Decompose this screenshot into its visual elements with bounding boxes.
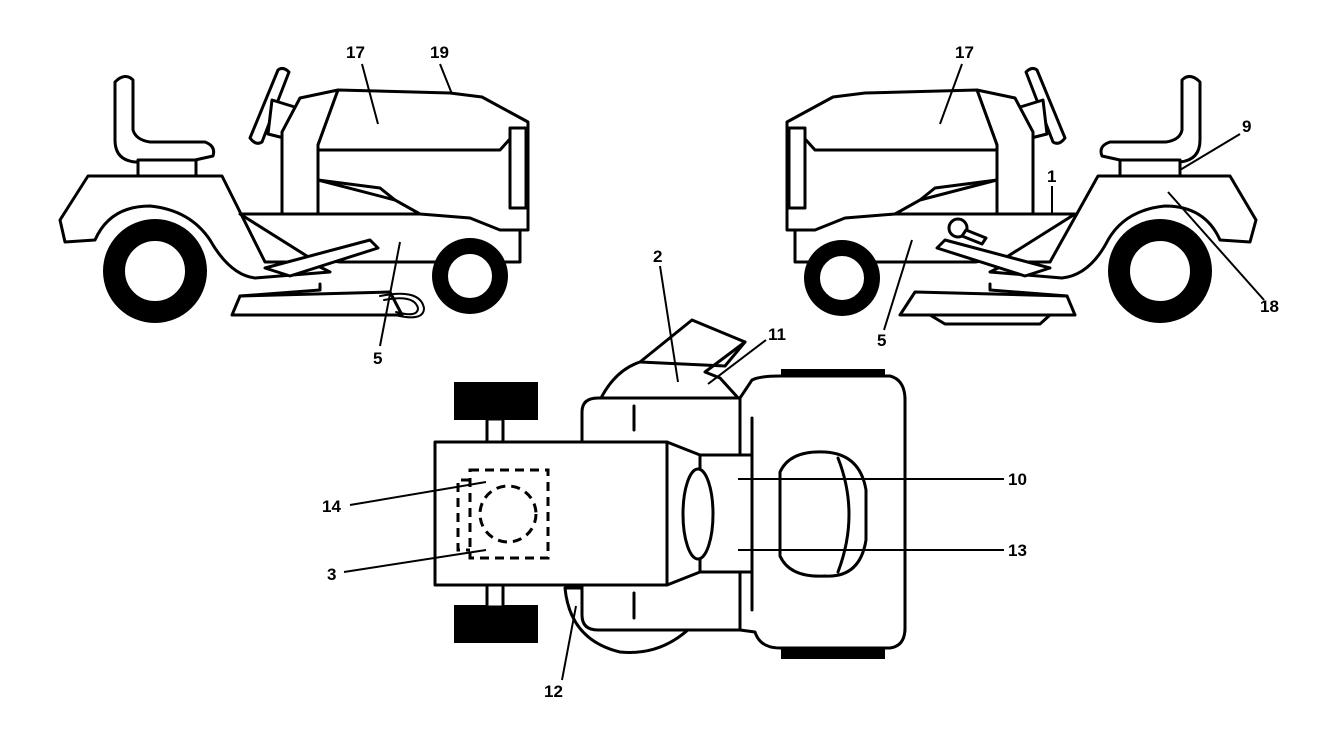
leader-left-5 <box>379 241 401 347</box>
right-rear-fender <box>988 174 1258 280</box>
left-hood-lower <box>316 178 422 216</box>
leader-right-17 <box>939 63 963 125</box>
left-deck-cord <box>379 292 425 319</box>
leader-top-12 <box>561 605 577 681</box>
right-deck-bottom <box>928 313 1052 326</box>
callout-top-3: 3 <box>327 565 336 584</box>
top-rear-axle-upper <box>485 417 505 445</box>
right-seat <box>1099 75 1202 164</box>
top-seat-back <box>456 478 470 552</box>
callout-top-12: 12 <box>544 682 563 701</box>
right-footrest <box>935 238 1052 278</box>
callout-top-13: 13 <box>1008 541 1027 560</box>
left-hood <box>316 88 530 232</box>
left-deck-cord-inner <box>383 297 419 316</box>
top-rear-wheel-lower <box>454 605 538 643</box>
left-seat-post <box>136 158 198 178</box>
leader-right-9 <box>1179 133 1241 171</box>
top-rear-axle-lower <box>485 583 505 609</box>
top-rear-wheel-upper <box>454 382 538 420</box>
left-side-view <box>58 66 530 323</box>
right-lever-knob <box>947 217 969 239</box>
right-rear-hub <box>1128 239 1192 303</box>
right-seat-post <box>1118 158 1182 178</box>
callout-leaders <box>343 63 1265 681</box>
right-steering-wheel <box>1024 66 1067 145</box>
left-steering-wheel <box>248 66 291 145</box>
callout-top-11: 11 <box>768 325 786 344</box>
leader-right-5 <box>883 239 913 331</box>
callout-right-9: 9 <box>1242 117 1251 136</box>
leader-right-18 <box>1167 191 1265 301</box>
callout-right-1: 1 <box>1047 167 1056 186</box>
right-hood-lower <box>893 178 999 216</box>
callout-left-5: 5 <box>373 349 382 368</box>
callout-top-14: 14 <box>322 497 341 516</box>
top-discharge-chute <box>598 318 747 402</box>
top-seat-circle <box>478 484 538 544</box>
top-view <box>433 318 907 659</box>
leader-top-3 <box>343 549 487 573</box>
top-steering-wheel <box>681 467 715 561</box>
left-deck-top <box>238 282 322 298</box>
callout-numbers: 17 19 5 17 9 1 18 5 2 11 10 13 14 3 12 <box>322 43 1279 701</box>
callout-right-18: 18 <box>1260 297 1279 316</box>
callout-top-10: 10 <box>1008 470 1027 489</box>
leader-top-11 <box>707 339 767 385</box>
right-hood <box>785 88 999 232</box>
leader-top-2 <box>659 265 679 383</box>
callout-top-2: 2 <box>653 247 662 266</box>
right-hood-grille <box>787 126 807 210</box>
leader-left-19 <box>439 63 453 95</box>
right-lever <box>960 228 988 246</box>
callout-right-17: 17 <box>955 43 974 62</box>
top-chute-line <box>638 340 747 368</box>
leader-left-17 <box>361 63 379 125</box>
callout-left-17: 17 <box>346 43 365 62</box>
left-seat <box>113 75 216 164</box>
left-hood-grille <box>508 126 528 210</box>
left-footrest <box>263 238 380 278</box>
callout-left-19: 19 <box>430 43 449 62</box>
right-deck-top <box>988 282 1069 298</box>
right-side-view <box>785 66 1258 326</box>
right-front-hub <box>818 254 866 302</box>
top-hood-oval <box>778 450 868 578</box>
left-rear-fender <box>58 174 332 280</box>
left-rear-hub <box>123 239 187 303</box>
left-front-hub <box>446 252 494 300</box>
top-seat-area <box>468 468 550 560</box>
callout-right-5: 5 <box>877 331 886 350</box>
leader-top-14 <box>349 481 487 506</box>
top-hood-oval-inner <box>836 456 851 574</box>
